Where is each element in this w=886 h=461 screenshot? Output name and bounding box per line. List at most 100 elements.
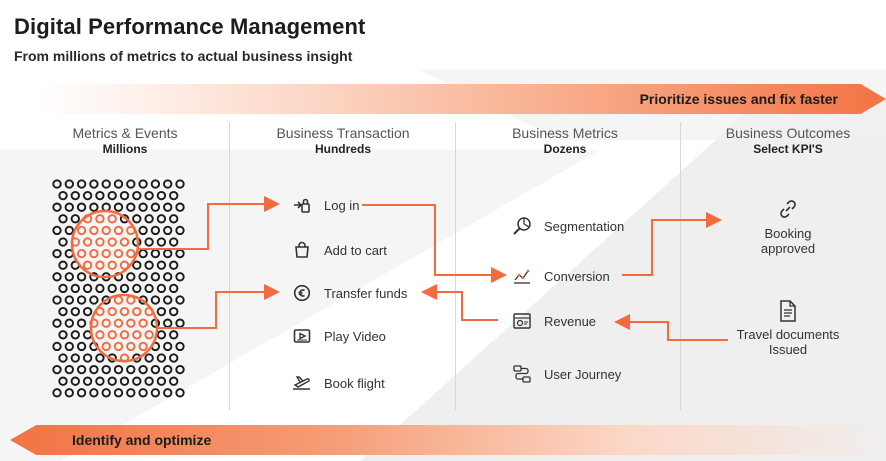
- column-title: Business Outcomes: [725, 125, 851, 141]
- highlighted-metric-dot: [132, 330, 142, 340]
- metric-dot: [101, 364, 111, 375]
- metric-dot: [52, 202, 62, 212]
- metric-dot: [70, 353, 80, 363]
- highlighted-metric-dot: [82, 260, 93, 270]
- metric-dot: [113, 179, 124, 189]
- metric-dot: [95, 283, 105, 294]
- metric-dot: [82, 190, 93, 201]
- metric-dot: [58, 214, 68, 224]
- metric-dot: [82, 376, 93, 386]
- metric-dot: [138, 202, 148, 212]
- highlighted-metric-dot: [113, 341, 124, 352]
- metric-dot: [119, 190, 130, 201]
- column-title: Business Metrics: [512, 125, 618, 141]
- metric-dot: [163, 295, 173, 305]
- outcome-label-line1: Booking: [764, 226, 812, 241]
- metric-dot: [169, 283, 179, 294]
- metric-dot: [113, 202, 124, 212]
- highlighted-metric-dot: [76, 225, 87, 236]
- outcome-label-line2: Issued: [768, 342, 808, 357]
- metric-dot: [169, 376, 179, 386]
- highlight-circle-bottom: [89, 293, 159, 363]
- metric-dot: [144, 214, 154, 224]
- metric-dot: [138, 388, 148, 398]
- metric-dot: [64, 272, 74, 282]
- metric-dot: [144, 376, 154, 386]
- highlighted-metric-dot: [119, 237, 130, 247]
- highlighted-metric-dot: [113, 318, 124, 328]
- metric-dot: [95, 376, 105, 386]
- metric-dot: [156, 260, 167, 270]
- metric-dot: [70, 190, 80, 201]
- metric-dot: [119, 283, 130, 294]
- metric-dot: [175, 388, 185, 398]
- highlighted-metric-dot: [107, 330, 117, 340]
- highlighted-metric-dot: [126, 318, 136, 328]
- metric-dot: [52, 272, 62, 282]
- arrow-conversion-to-booking: [622, 212, 722, 276]
- column-header-metrics-events: Metrics & Events Millions: [30, 125, 220, 156]
- highlighted-metric-dot: [107, 237, 117, 247]
- outcome-label-line2: approved: [760, 241, 816, 256]
- metric-dot: [101, 179, 111, 189]
- highlighted-metric-dot: [76, 248, 87, 259]
- metric-dot: [76, 179, 87, 189]
- metric-dot: [169, 190, 179, 201]
- highlight-circle-top: [70, 209, 140, 279]
- metric-dot: [107, 283, 117, 294]
- metric-dot: [126, 272, 136, 282]
- metric-dot: [163, 179, 173, 189]
- metric-dot: [163, 202, 173, 212]
- metric-dot: [58, 330, 68, 340]
- highlighted-metric-dot: [82, 237, 93, 247]
- metric-user-journey: User Journey: [512, 364, 621, 384]
- metric-dot: [138, 272, 148, 282]
- metric-dot: [101, 388, 111, 398]
- metric-dot: [70, 376, 80, 386]
- metric-dot: [156, 214, 167, 224]
- metric-dot: [132, 214, 142, 224]
- metric-dot: [70, 283, 80, 294]
- conversion-chart-icon: [512, 266, 532, 286]
- metric-dot: [132, 376, 142, 386]
- metric-dot: [89, 202, 99, 212]
- arrow-login-to-conversion: [362, 204, 507, 283]
- metric-segmentation: Segmentation: [512, 216, 624, 236]
- highlighted-metric-dot: [132, 306, 142, 317]
- metric-dot: [138, 179, 148, 189]
- metric-dot: [76, 295, 87, 305]
- metric-dot: [169, 306, 179, 317]
- highlighted-metric-dot: [107, 306, 117, 317]
- metric-dot: [70, 330, 80, 340]
- column-header-business-transaction: Business Transaction Hundreds: [248, 125, 438, 156]
- column-title: Metrics & Events: [72, 125, 178, 141]
- metric-dot: [76, 202, 87, 212]
- highlighted-metric-dot: [119, 330, 130, 340]
- metric-dot: [64, 364, 74, 375]
- metric-dot: [163, 341, 173, 352]
- metric-dot: [89, 388, 99, 398]
- metric-dot: [150, 202, 161, 212]
- metric-dot: [52, 248, 62, 259]
- metric-dot: [95, 190, 105, 201]
- outcome-travel-documents-issued: Travel documents Issued: [718, 299, 858, 357]
- metric-dot: [52, 341, 62, 352]
- transaction-book-flight: Book flight: [292, 373, 385, 393]
- metric-dot: [82, 353, 93, 363]
- metric-dot: [175, 364, 185, 375]
- metric-dot: [70, 214, 80, 224]
- metric-dot: [144, 283, 154, 294]
- outcome-booking-approved: Booking approved: [718, 198, 858, 256]
- metric-dot: [138, 225, 148, 236]
- metric-label: Segmentation: [544, 218, 625, 234]
- metric-dot: [150, 388, 161, 398]
- metric-dot: [52, 225, 62, 236]
- highlighted-metric-dot: [95, 237, 105, 247]
- metric-dot: [156, 283, 167, 294]
- highlighted-metric-dot: [101, 318, 111, 328]
- metric-dot: [163, 388, 173, 398]
- shopping-bag-icon: [292, 240, 312, 260]
- metric-dot: [76, 341, 87, 352]
- metric-dot: [58, 283, 68, 294]
- metric-dot: [70, 306, 80, 317]
